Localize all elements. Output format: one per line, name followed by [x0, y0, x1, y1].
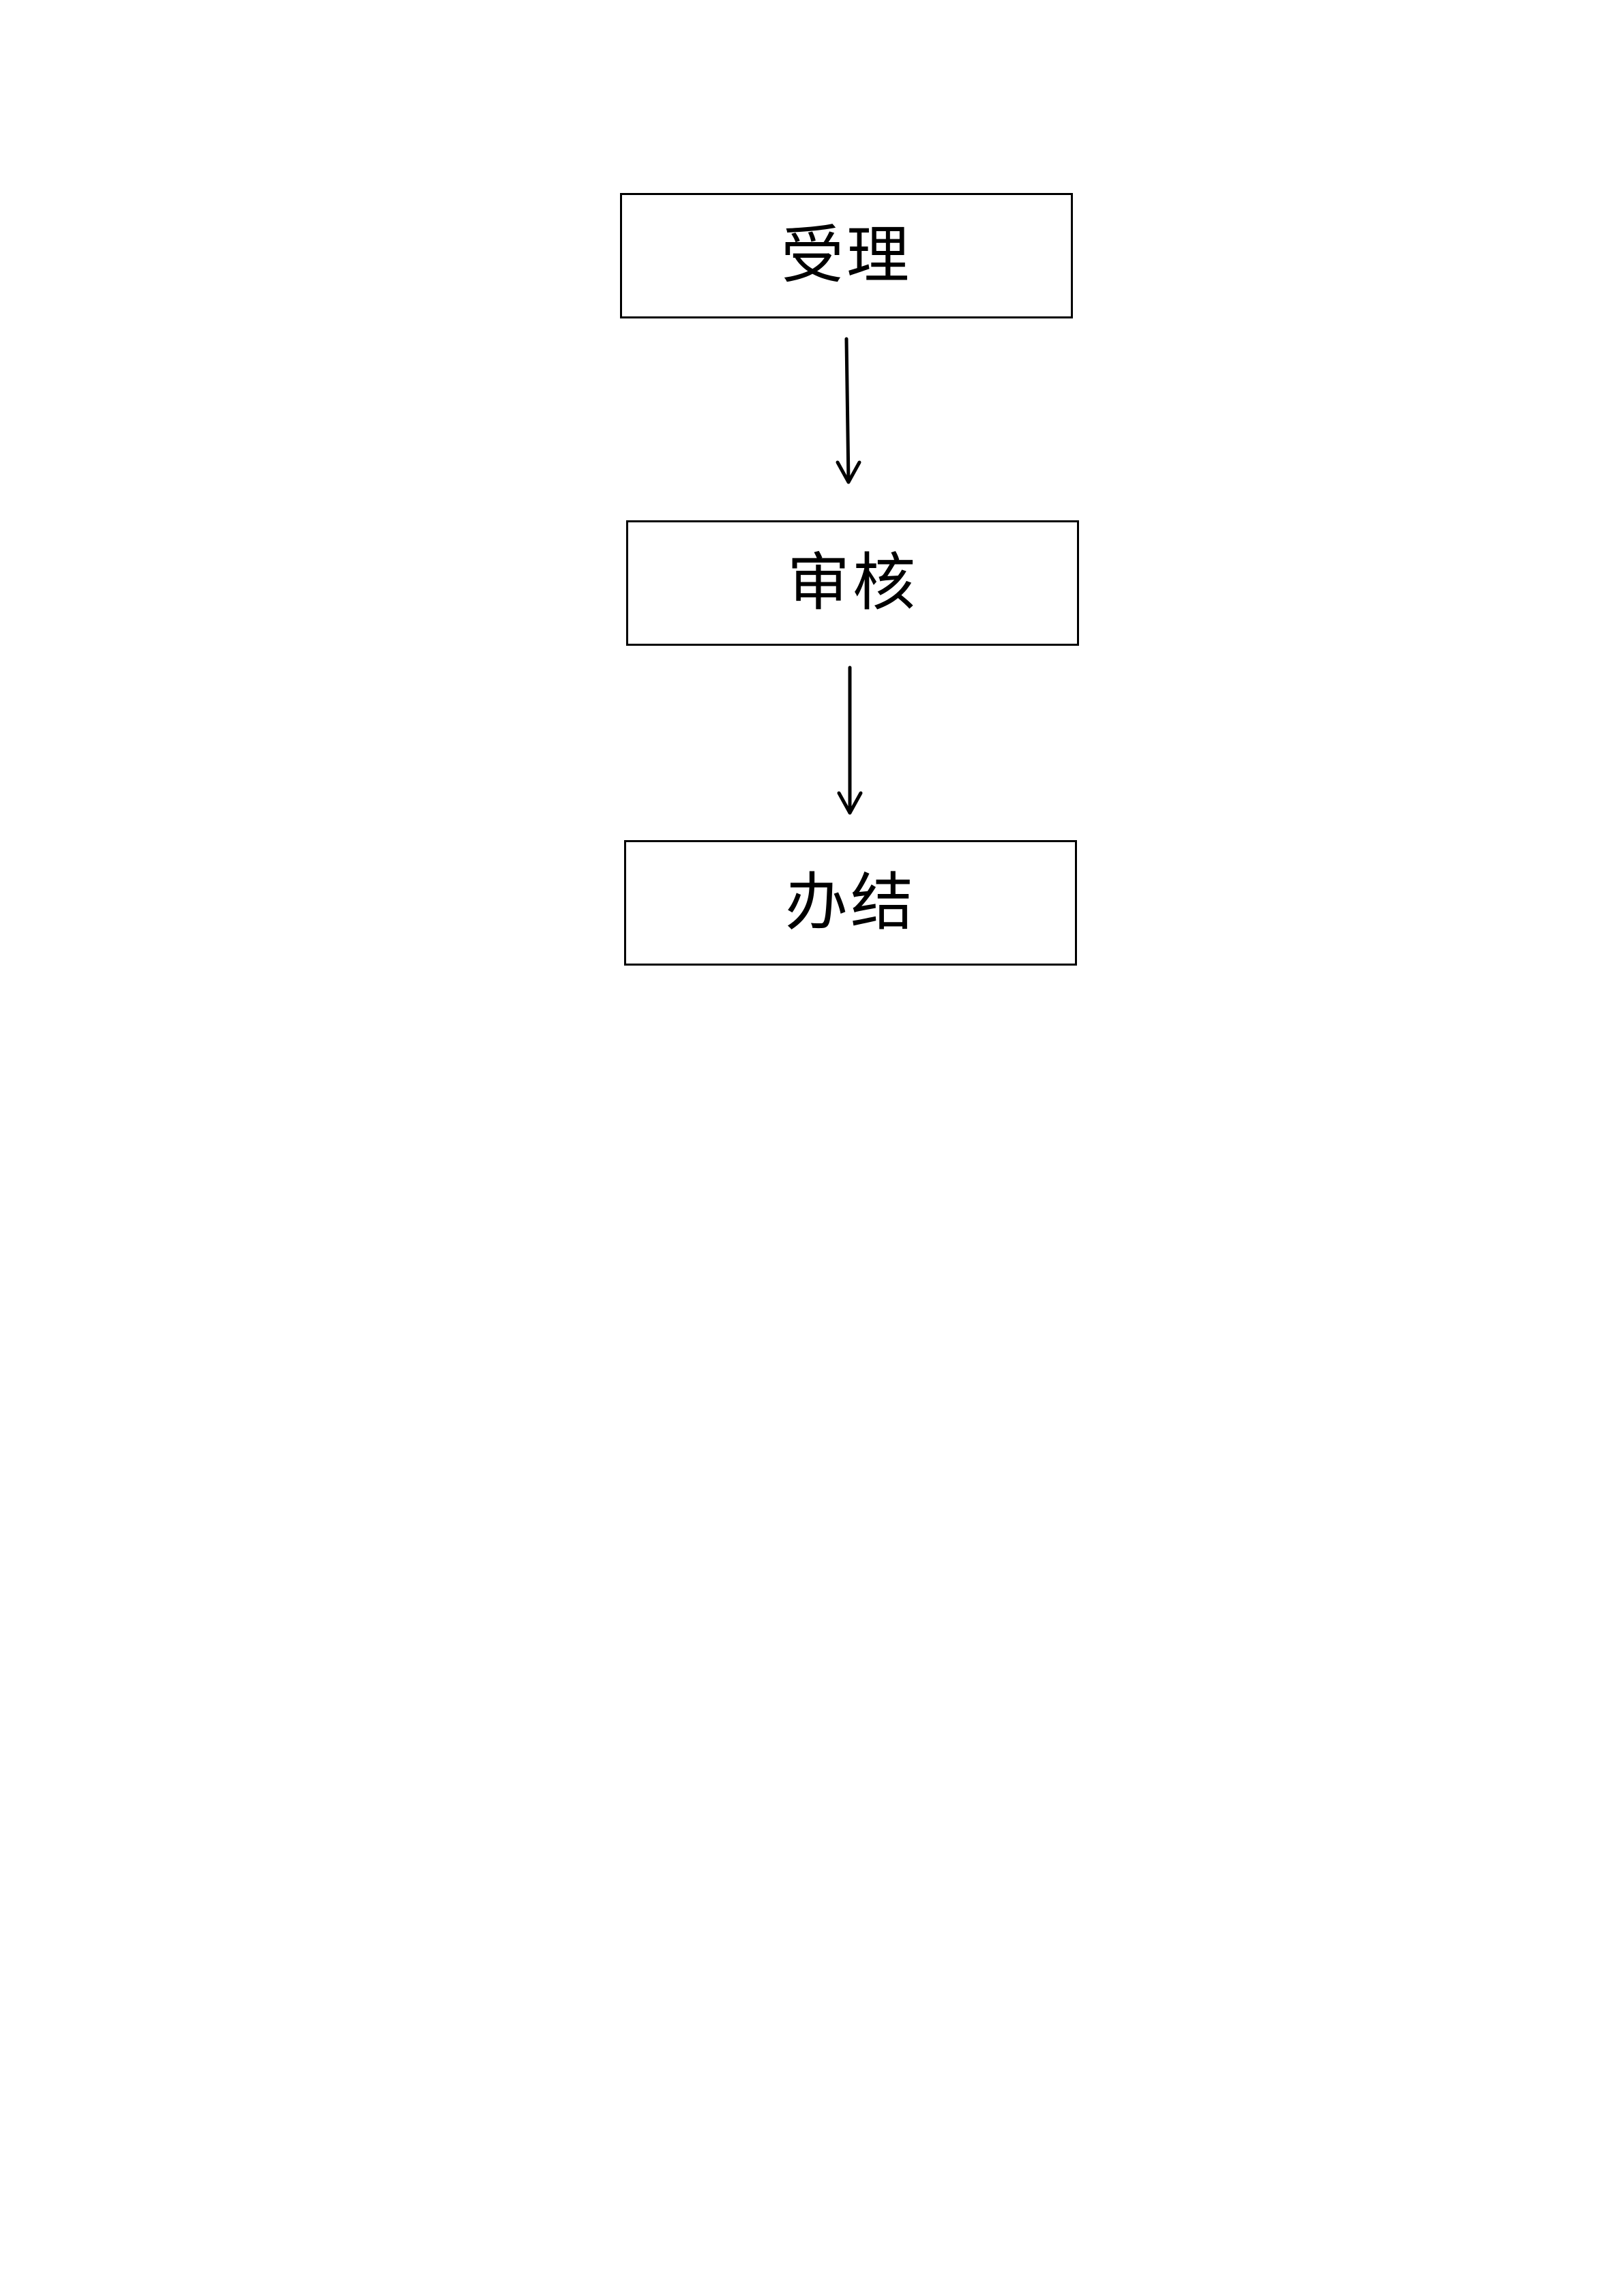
step-label-complete: 办结 [784, 866, 916, 939]
arrow-head [837, 791, 863, 815]
step-box-accept: 受理 [620, 193, 1073, 318]
arrow-shaft [844, 337, 851, 484]
arrow-head [836, 460, 861, 484]
arrow-accept-to-review [836, 337, 861, 484]
step-box-complete: 办结 [624, 840, 1077, 966]
step-label-review: 审核 [786, 546, 918, 619]
arrow-review-to-complete [837, 666, 863, 815]
step-box-review: 审核 [626, 520, 1079, 646]
step-label-accept: 受理 [780, 219, 912, 292]
